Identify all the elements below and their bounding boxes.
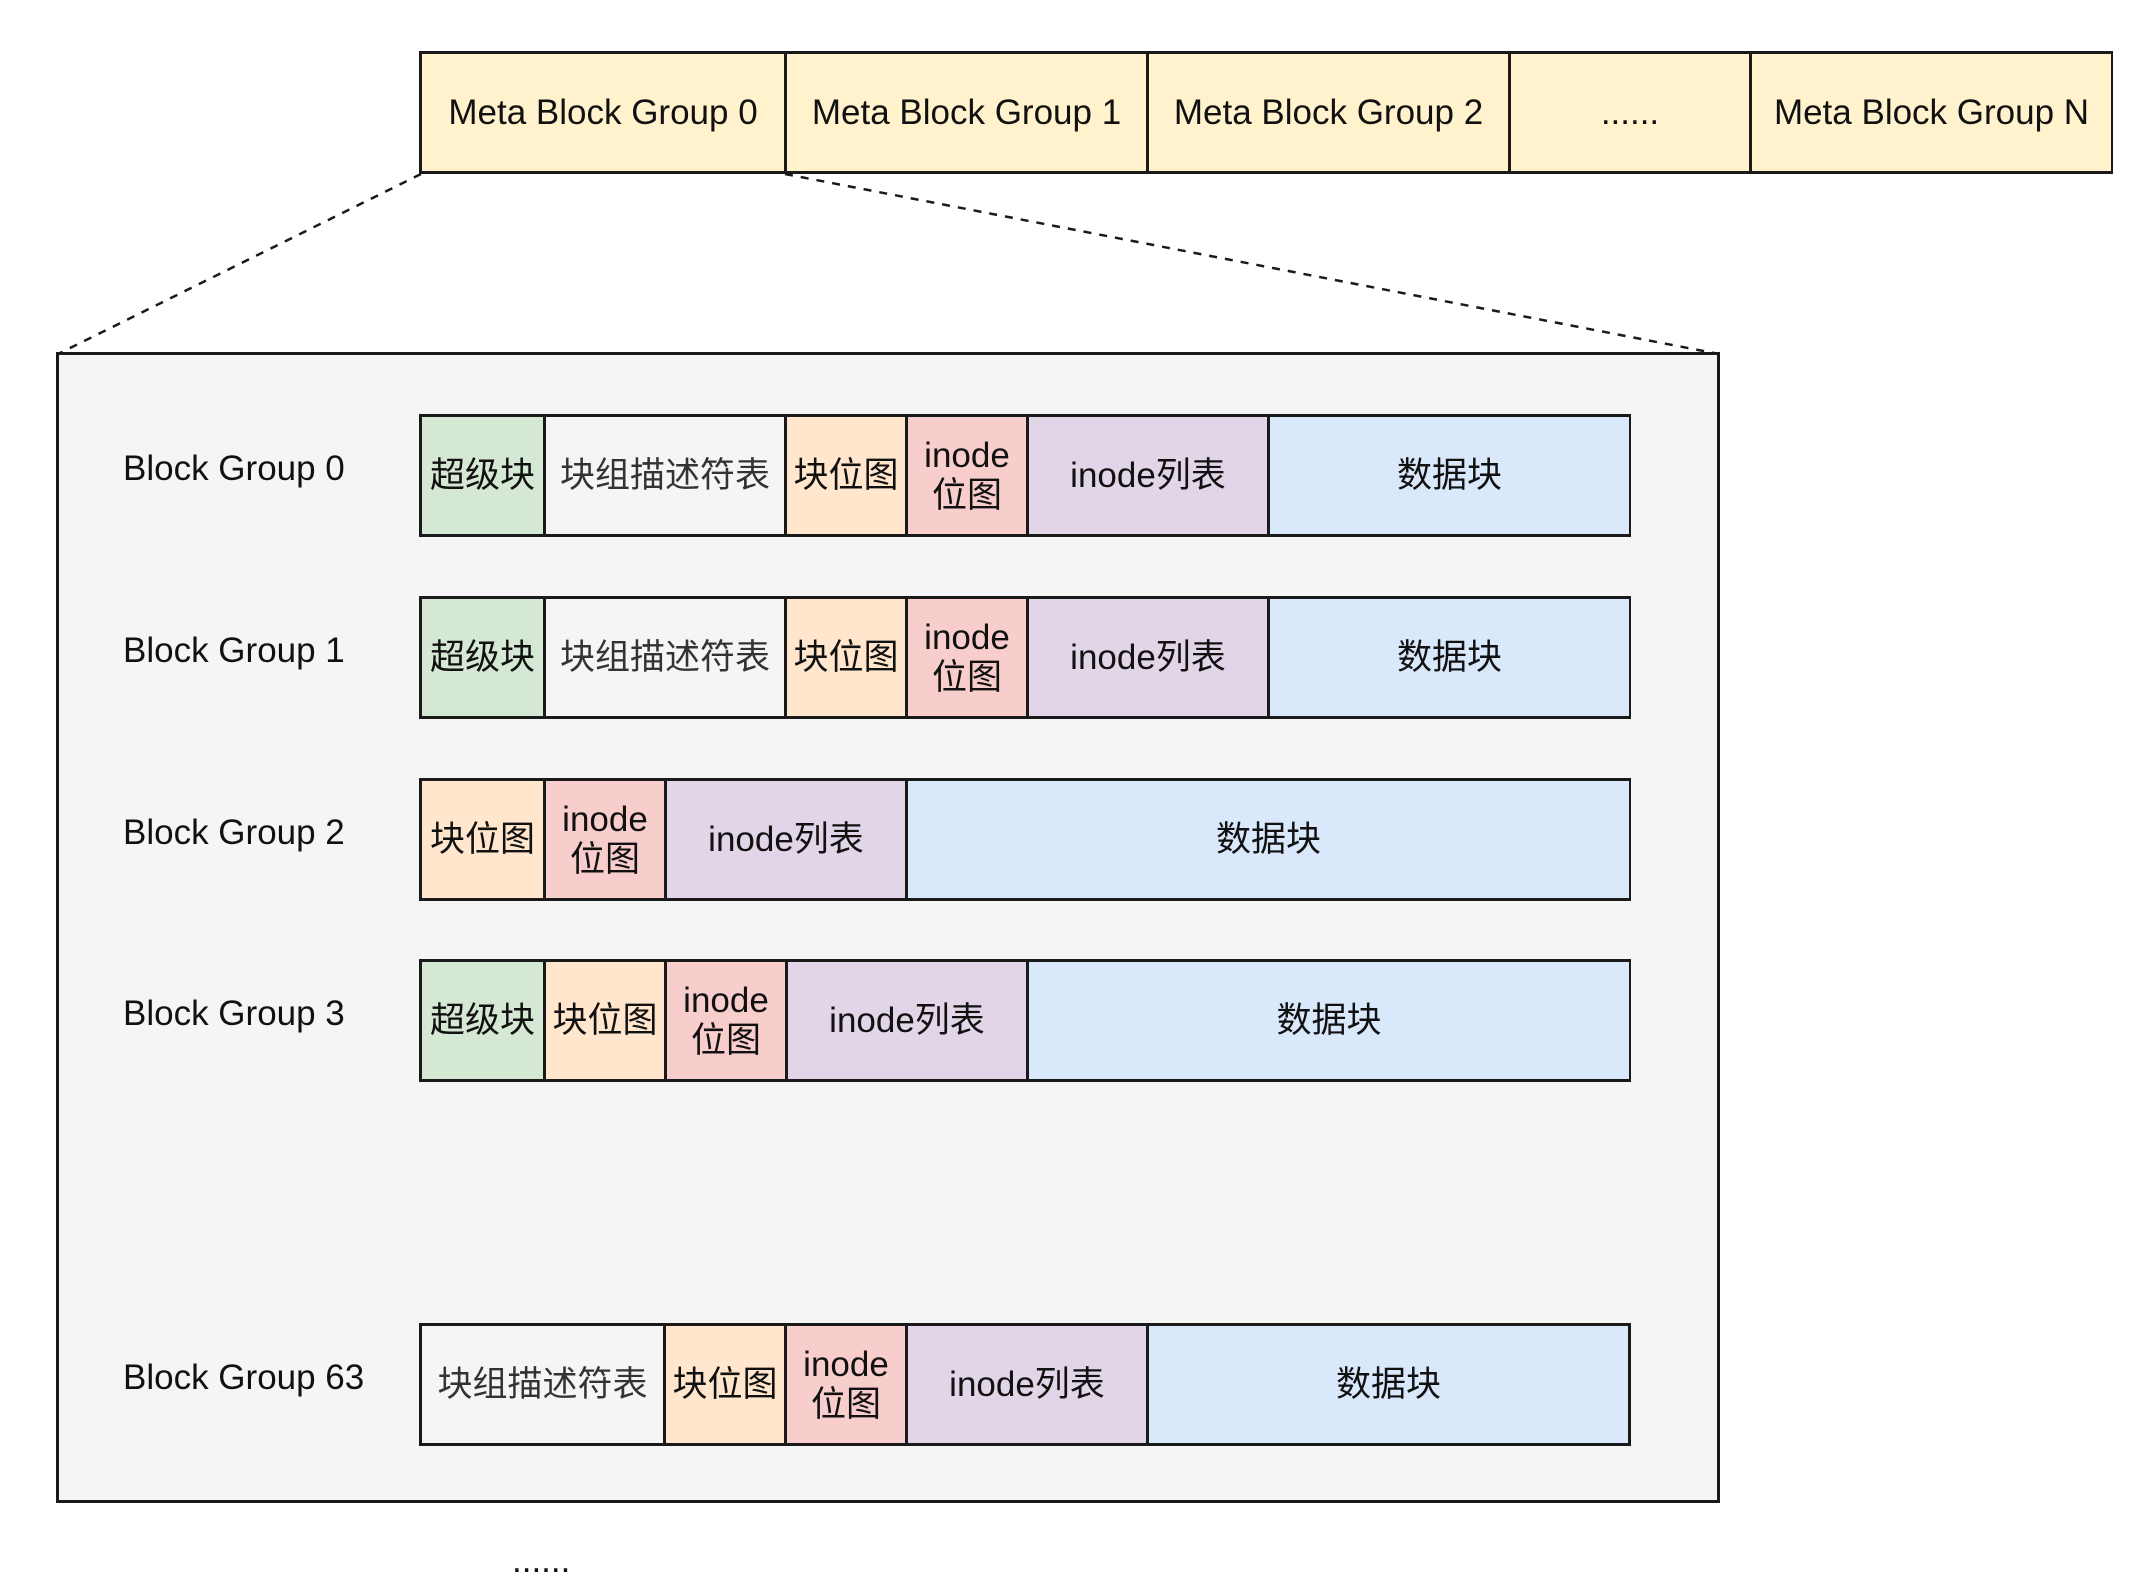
inode-table-segment: inode列表 bbox=[1026, 599, 1267, 716]
data-blocks-segment: 数据块 bbox=[905, 781, 1629, 898]
inode-table-segment: inode列表 bbox=[1026, 417, 1267, 534]
meta-block-group-cell: Meta Block Group N bbox=[1749, 54, 2111, 171]
group-descriptor-table-segment: 块组描述符表 bbox=[543, 417, 784, 534]
inode-bitmap-segment: inode 位图 bbox=[905, 417, 1026, 534]
inode-bitmap-segment: inode 位图 bbox=[543, 781, 664, 898]
meta-block-group-cell: ...... bbox=[1508, 54, 1749, 171]
meta-block-group-cell: Meta Block Group 0 bbox=[422, 54, 784, 171]
group-descriptor-table-segment: 块组描述符表 bbox=[543, 599, 784, 716]
block-bitmap-segment: 块位图 bbox=[422, 781, 543, 898]
inode-bitmap-segment: inode 位图 bbox=[905, 599, 1026, 716]
block-bitmap-segment: 块位图 bbox=[784, 417, 905, 534]
data-blocks-segment: 数据块 bbox=[1146, 1326, 1628, 1443]
super-block-segment: 超级块 bbox=[422, 962, 543, 1079]
super-block-segment: 超级块 bbox=[422, 599, 543, 716]
super-block-segment: 超级块 bbox=[422, 417, 543, 534]
block-bitmap-segment: 块位图 bbox=[543, 962, 664, 1079]
data-blocks-segment: 数据块 bbox=[1026, 962, 1629, 1079]
inode-bitmap-segment: inode 位图 bbox=[664, 962, 785, 1079]
connector-right bbox=[784, 172, 1720, 356]
data-blocks-segment: 数据块 bbox=[1267, 599, 1629, 716]
meta-block-group-cell: Meta Block Group 2 bbox=[1146, 54, 1508, 171]
block-group-label: Block Group 0 bbox=[123, 449, 345, 488]
block-group-label: Block Group 2 bbox=[123, 813, 345, 852]
inode-table-segment: inode列表 bbox=[785, 962, 1026, 1079]
meta-block-group-cell: Meta Block Group 1 bbox=[784, 54, 1146, 171]
group-descriptor-table-segment: 块组描述符表 bbox=[422, 1326, 663, 1443]
data-blocks-segment: 数据块 bbox=[1267, 417, 1629, 534]
block-group-label: Block Group 3 bbox=[123, 994, 345, 1033]
block-bitmap-segment: 块位图 bbox=[663, 1326, 784, 1443]
block-groups-ellipsis: ...... bbox=[512, 1541, 571, 1580]
inode-bitmap-segment: inode 位图 bbox=[784, 1326, 905, 1443]
inode-table-segment: inode列表 bbox=[664, 781, 905, 898]
block-bitmap-segment: 块位图 bbox=[784, 599, 905, 716]
connector-left bbox=[57, 172, 422, 356]
inode-table-segment: inode列表 bbox=[905, 1326, 1146, 1443]
block-group-label: Block Group 63 bbox=[123, 1358, 365, 1397]
block-group-label: Block Group 1 bbox=[123, 631, 345, 670]
